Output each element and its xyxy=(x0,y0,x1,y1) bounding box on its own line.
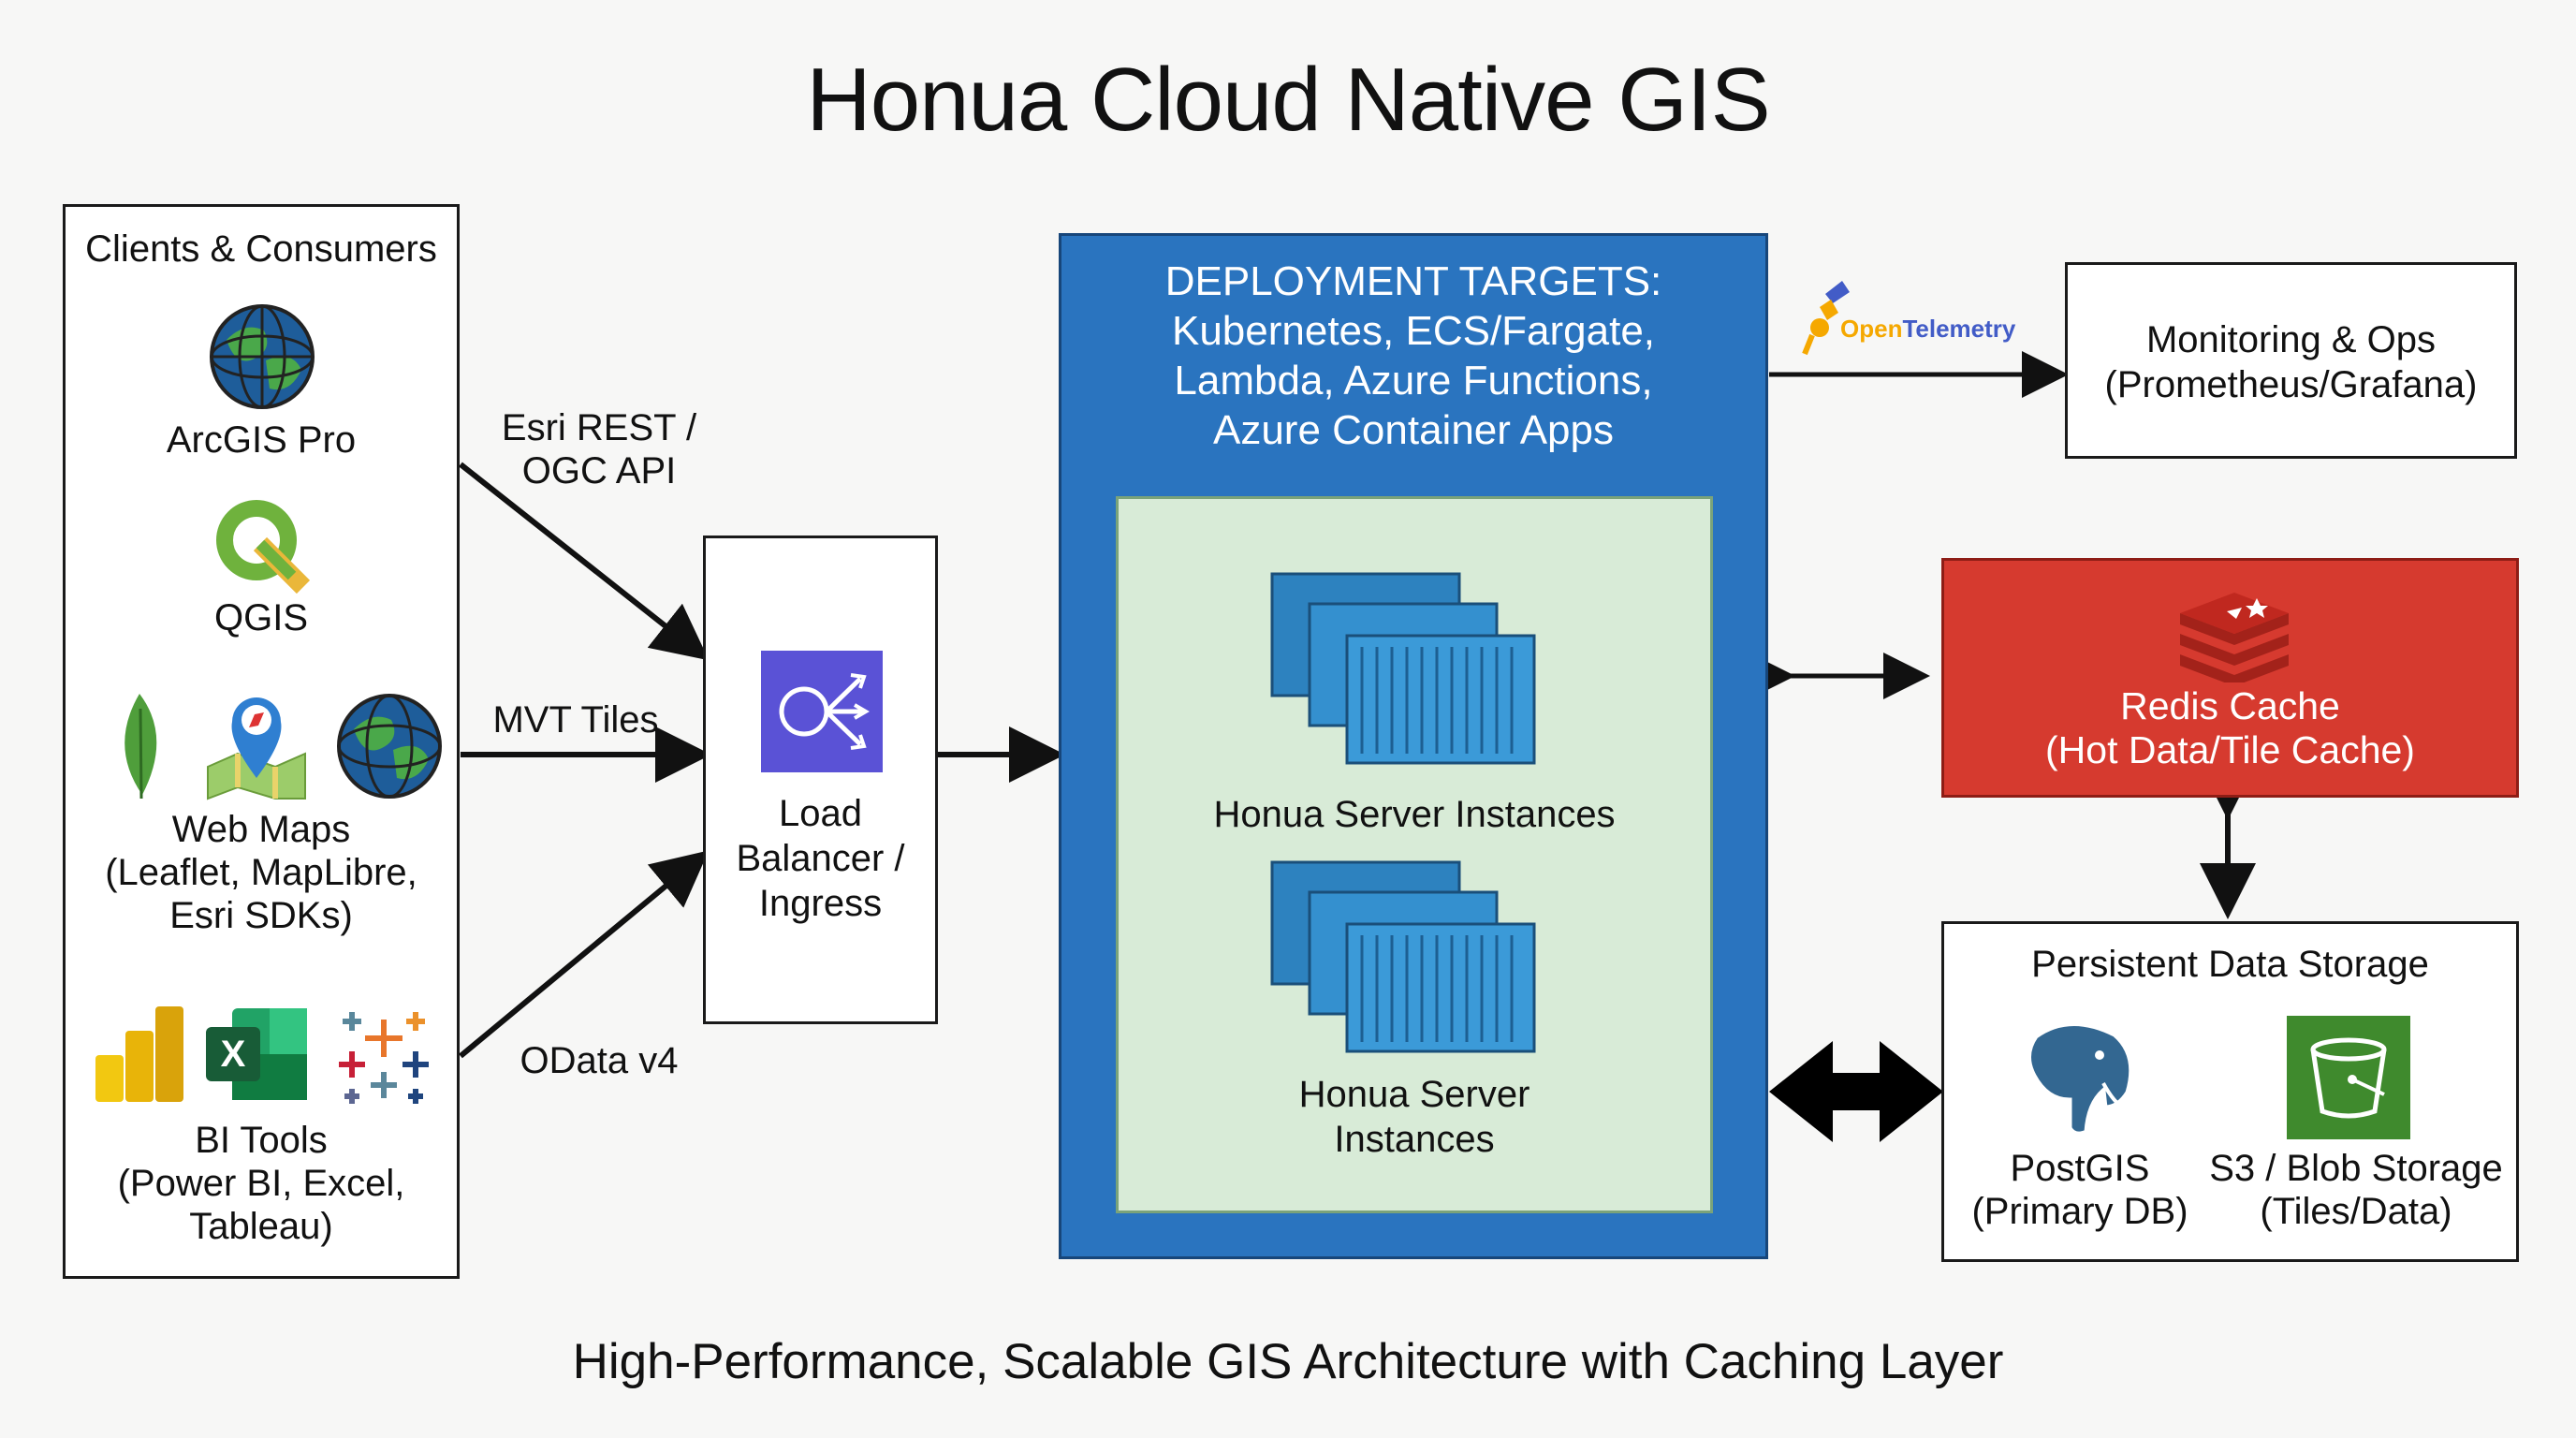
load-balancer-box: Load Balancer / Ingress xyxy=(703,536,938,1024)
tableau-icon xyxy=(339,1012,429,1104)
s3-label: S3 / Blob Storage (Tiles/Data) xyxy=(2209,1148,2503,1232)
arrow-esri-rest xyxy=(459,462,710,661)
arcgis-pro-label: ArcGIS Pro xyxy=(166,419,357,461)
redis-label: Redis Cache (Hot Data/Tile Cache) xyxy=(2045,684,2415,771)
mvt-tiles-label: MVT Tiles xyxy=(492,699,659,741)
bi-tools-label: BI Tools (Power BI, Excel, Tableau) xyxy=(117,1120,405,1247)
redis-box: Redis Cache (Hot Data/Tile Cache) xyxy=(1941,558,2519,798)
server-instances-label-2: Honua Server Instances xyxy=(1298,1074,1530,1160)
page-title: Honua Cloud Native GIS xyxy=(806,50,1770,150)
power-bi-icon xyxy=(95,1006,183,1102)
server-instances-label-1: Honua Server Instances xyxy=(1213,794,1616,835)
clients-panel: Clients & Consumers ArcGIS Pro QGIS W xyxy=(63,204,460,1279)
telescope-icon xyxy=(1802,281,1850,356)
load-balancer-label: Load Balancer / Ingress xyxy=(736,793,905,924)
esri-rest-label: Esri REST / OGC API xyxy=(501,407,697,492)
odata-label: OData v4 xyxy=(520,1040,679,1081)
qgis-logo-icon xyxy=(216,500,311,594)
clients-heading: Clients & Consumers xyxy=(85,228,437,270)
storage-box: Persistent Data Storage PostGIS (Primary… xyxy=(1941,921,2519,1262)
deployment-panel: DEPLOYMENT TARGETS: Kubernetes, ECS/Farg… xyxy=(1059,233,1768,1259)
web-maps-label: Web Maps (Leaflet, MapLibre, Esri SDKs) xyxy=(105,809,417,936)
container-stack-icon xyxy=(1270,860,1536,1053)
otel-open-text: Open xyxy=(1840,315,1903,343)
deployment-heading: DEPLOYMENT TARGETS: Kubernetes, ECS/Farg… xyxy=(1164,258,1662,453)
redis-icon xyxy=(2180,593,2289,682)
monitoring-label: Monitoring & Ops (Prometheus/Grafana) xyxy=(2104,319,2478,405)
server-instances-panel: Honua Server Instances Honua Server Inst… xyxy=(1116,496,1713,1213)
elephant-icon xyxy=(2027,1021,2134,1137)
globe-icon xyxy=(337,694,442,799)
bucket-icon xyxy=(2287,1016,2410,1139)
excel-icon: X xyxy=(206,1008,307,1100)
page-subtitle: High-Performance, Scalable GIS Architect… xyxy=(572,1334,2004,1389)
load-balancer-icon xyxy=(761,651,883,772)
storage-heading: Persistent Data Storage xyxy=(2031,944,2429,985)
leaf-icon xyxy=(124,694,157,800)
arrow-odata xyxy=(459,850,710,1059)
container-stack-icon xyxy=(1270,572,1536,765)
otel-telemetry-text: Telemetry xyxy=(1902,315,2016,343)
arrow-storage xyxy=(1769,1041,1943,1142)
monitoring-box: Monitoring & Ops (Prometheus/Grafana) xyxy=(2065,262,2517,459)
opentelemetry-logo: OpenTelemetry xyxy=(1801,275,2035,360)
qgis-label: QGIS xyxy=(213,597,309,638)
postgis-label: PostGIS (Primary DB) xyxy=(1971,1148,2188,1232)
globe-icon xyxy=(210,304,315,409)
map-pin-icon xyxy=(207,697,306,800)
svg-text:X: X xyxy=(221,1034,246,1075)
